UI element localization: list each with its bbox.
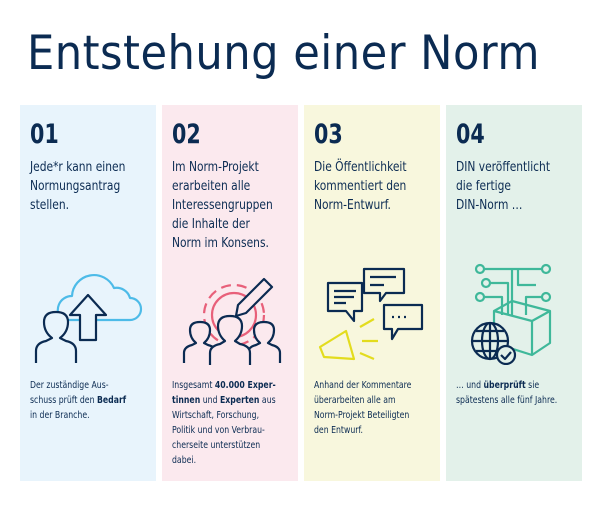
- text-line: Jede*r kann einen: [30, 159, 126, 175]
- step-description: Anhand der Kommentare überarbeiten alle …: [314, 378, 411, 438]
- text-line: Die Öffentlichkeit: [314, 159, 407, 175]
- text-line: schuss prüft den: [30, 395, 97, 406]
- text-line: in der Branche.: [30, 410, 90, 421]
- text-line: Insgesamt: [172, 380, 215, 391]
- text-line: Politik und von Verbrau-: [172, 425, 265, 436]
- text-line: Wirtschaft, Forschung,: [172, 410, 260, 421]
- text-line: spätestens alle fünf Jahre.: [456, 395, 558, 406]
- text-line: überarbeiten alle am: [314, 395, 396, 406]
- text-line: die Inhalte der: [172, 216, 250, 232]
- step-description: Insgesamt 40.000 Exper- tinnen und Exper…: [172, 378, 276, 468]
- step-description: Der zuständige Aus- schuss prüft den Bed…: [30, 378, 126, 423]
- step-number: 03: [314, 119, 343, 150]
- globe-box-network-icon: [470, 263, 552, 365]
- text-line: DIN veröffentlicht: [456, 159, 551, 175]
- text-line: Experten: [219, 395, 260, 406]
- text-line: 40.000 Exper-: [214, 380, 276, 391]
- step-number: 02: [172, 119, 201, 150]
- text-line: erarbeiten alle: [172, 178, 251, 194]
- step-description: … und überprüft sie spätestens alle fünf…: [456, 378, 557, 408]
- text-line: überprüft: [483, 380, 526, 391]
- cloud-upload-person-icon: [34, 274, 143, 363]
- text-line: Interessengruppen: [172, 197, 273, 213]
- text-line: Anhand der Kommentare: [314, 380, 412, 391]
- text-line: aus: [259, 395, 276, 406]
- text-line: den Entwurf.: [314, 425, 364, 436]
- text-line: dabei.: [172, 455, 197, 466]
- text-line: Norm-Projekt Beteiligten: [314, 410, 410, 421]
- text-line: die fertige: [456, 178, 511, 194]
- text-line: Der zuständige Aus-: [30, 380, 109, 391]
- text-line: stellen.: [30, 197, 70, 213]
- text-line: cherseite unterstützen: [172, 440, 261, 451]
- text-line: Norm im Konsens.: [172, 235, 269, 251]
- text-line: Normungsantrag: [30, 178, 121, 194]
- text-line: sie: [525, 380, 540, 391]
- text-line: tinnen: [172, 395, 201, 406]
- text-line: Norm-Entwurf.: [314, 197, 391, 213]
- text-line: und: [200, 395, 220, 406]
- text-line: … und: [456, 380, 484, 391]
- text-line: Im Norm-Projekt: [172, 159, 259, 175]
- gear-pencil-group-icon: [182, 277, 282, 365]
- text-line: kommentiert den: [314, 178, 407, 194]
- page-title: Entstehung einer Norm: [27, 26, 540, 81]
- step-number: 04: [456, 119, 485, 150]
- text-line: DIN-Norm …: [456, 197, 523, 213]
- step-number: 01: [30, 119, 59, 150]
- megaphone-comments-icon: [318, 267, 424, 361]
- text-line: Bedarf: [96, 395, 127, 406]
